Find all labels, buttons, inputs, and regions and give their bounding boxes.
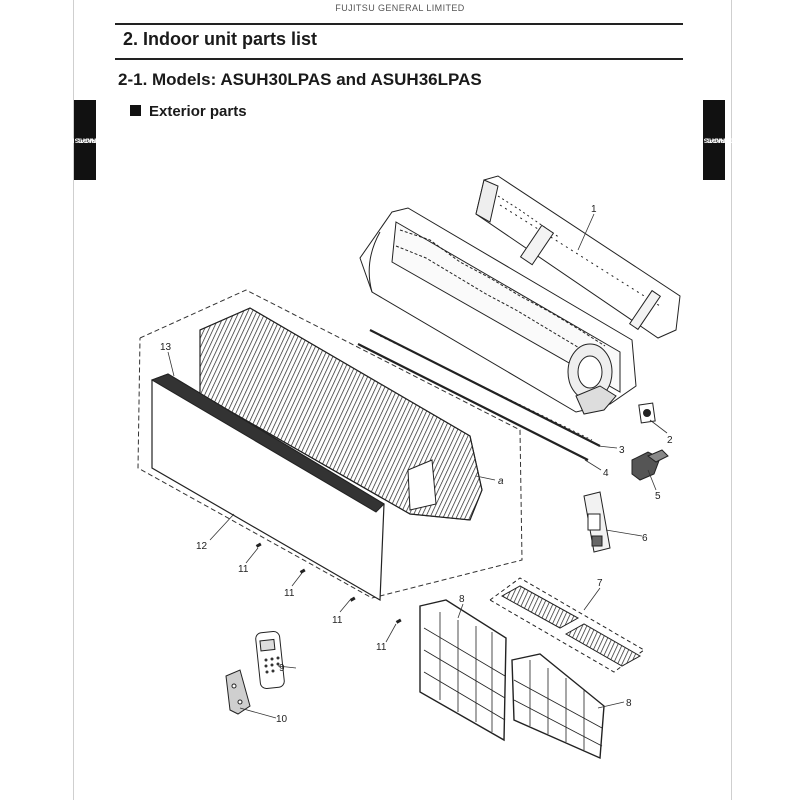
callout-7: 7	[597, 578, 603, 589]
callout-11-a: 11	[238, 564, 249, 575]
square-bullet-icon	[130, 105, 141, 116]
section-title: 2. Indoor unit parts list	[123, 29, 318, 49]
section-rule	[115, 58, 683, 60]
callout-11-b: 11	[284, 588, 295, 599]
part-10-remote-holder	[225, 669, 251, 715]
part-6-cover	[583, 491, 611, 553]
callout-a: a	[498, 476, 504, 487]
rail-parts	[357, 329, 601, 461]
callout-12: 12	[196, 541, 208, 552]
subheading-text: Exterior parts	[149, 103, 247, 120]
part-7-filters	[489, 577, 645, 673]
subheading: Exterior parts	[130, 103, 247, 120]
callout-11-d: 11	[376, 642, 387, 653]
part-9-remote-control	[255, 630, 285, 690]
subsection-title: 2-1. Models: ASUH30LPAS and ASUH36LPAS	[118, 70, 482, 89]
main-chassis	[359, 207, 637, 415]
callout-13: 13	[160, 342, 172, 353]
callout-5: 5	[655, 491, 661, 502]
assembly-envelope	[137, 289, 523, 599]
callout-3: 3	[619, 445, 625, 456]
callout-2: 2	[667, 435, 673, 446]
part-8-air-filters	[419, 599, 605, 760]
callout-8-lower: 8	[626, 698, 632, 709]
part-2-bracket	[638, 402, 656, 424]
callout-9: 9	[279, 663, 285, 674]
part-5-clip	[631, 449, 669, 481]
leader-lines	[167, 213, 668, 719]
front-panel	[150, 373, 385, 602]
callout-8-upper: 8	[459, 594, 465, 605]
top-rule	[115, 23, 683, 25]
callout-4: 4	[603, 468, 609, 479]
mounting-plate	[475, 175, 681, 339]
callout-11-c: 11	[332, 615, 343, 626]
brand-header: FUJITSU GENERAL LIMITED	[335, 3, 465, 13]
callout-labels: 1 2 3 4 5 6 7 8 8 9 10 11 11 11 11 12 13…	[160, 204, 673, 725]
callout-10: 10	[276, 714, 288, 725]
callout-1: 1	[591, 204, 597, 215]
screws	[255, 542, 402, 624]
callout-6: 6	[642, 533, 648, 544]
